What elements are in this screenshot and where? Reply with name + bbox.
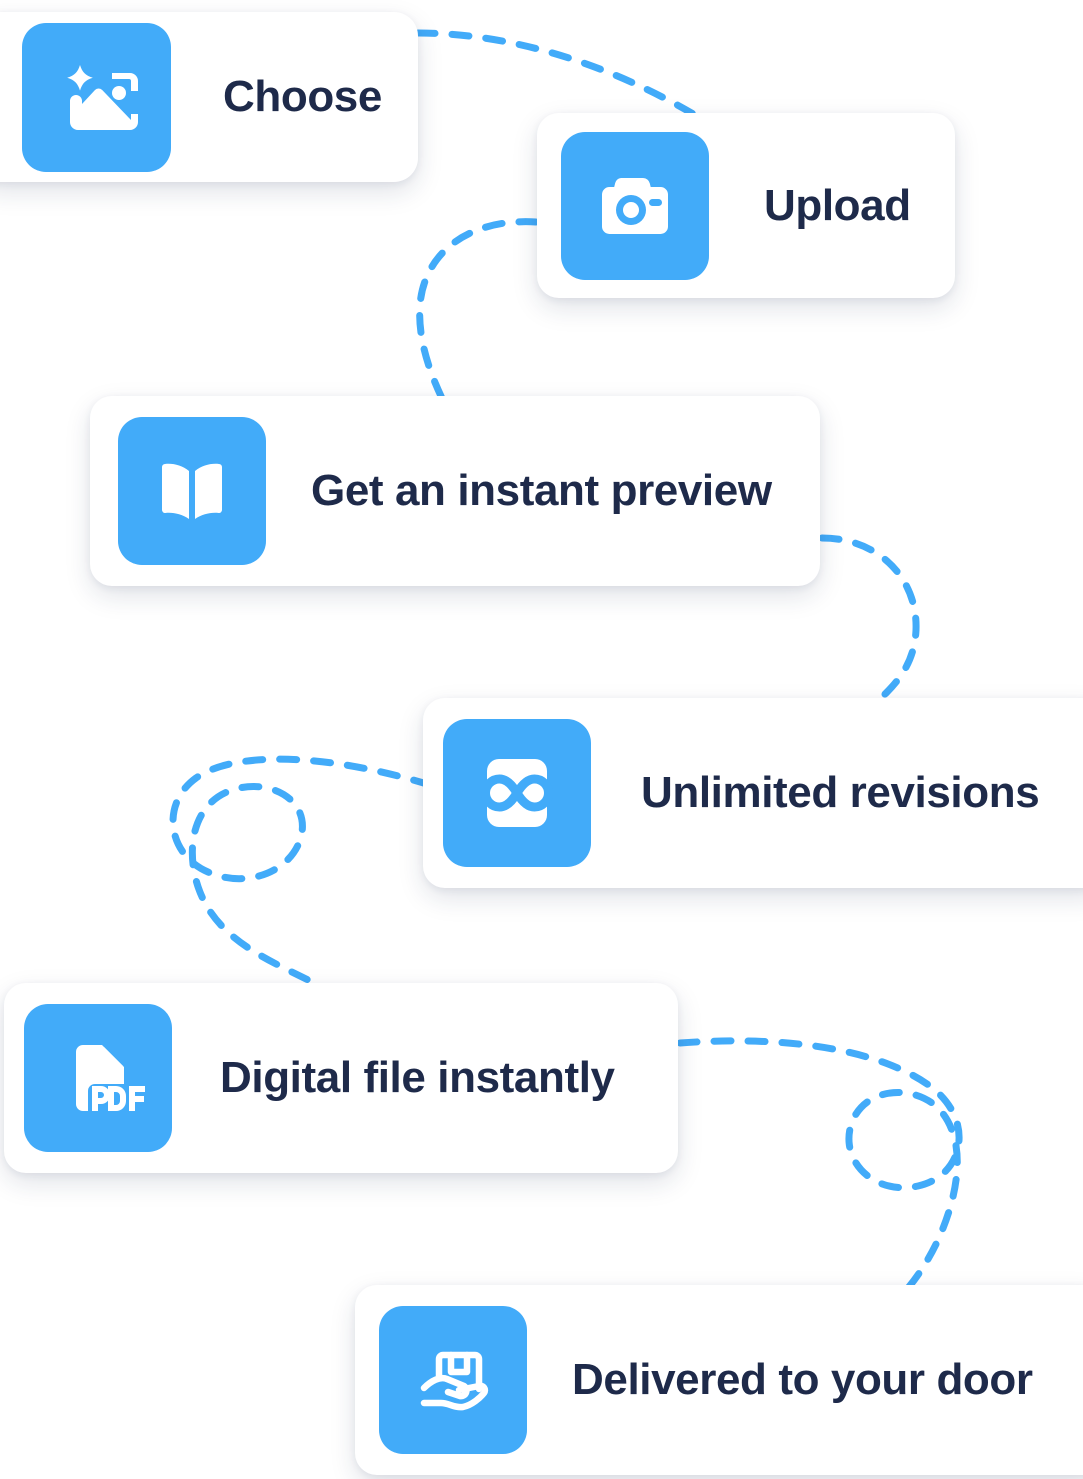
connector-choose-to-upload (414, 29, 704, 122)
hand-package-icon (379, 1306, 527, 1454)
step-label-preview: Get an instant preview (311, 466, 772, 515)
connector-revisions-to-digital (169, 755, 434, 989)
step-card-preview[interactable]: Get an instant preview (90, 396, 820, 586)
step-card-digital[interactable]: Digital file instantly (4, 983, 678, 1173)
camera-icon (561, 131, 709, 280)
step-label-revisions: Unlimited revisions (641, 768, 1040, 817)
step-card-choose[interactable]: Choose (0, 12, 418, 182)
image-sparkle-icon (22, 22, 171, 172)
step-card-revisions[interactable]: Unlimited revisions (423, 698, 1083, 888)
step-card-upload[interactable]: Upload (537, 113, 955, 298)
connector-preview-to-revisions (818, 534, 920, 720)
step-card-delivered[interactable]: Delivered to your door (355, 1285, 1083, 1475)
step-label-delivered: Delivered to your door (572, 1355, 1033, 1404)
step-label-choose: Choose (223, 72, 382, 121)
step-label-digital: Digital file instantly (220, 1053, 615, 1102)
step-label-upload: Upload (764, 180, 911, 230)
pdf-file-icon (24, 1004, 172, 1152)
connector-digital-to-delivered (676, 1037, 963, 1304)
infinity-icon (443, 719, 591, 867)
open-book-icon (118, 417, 266, 565)
